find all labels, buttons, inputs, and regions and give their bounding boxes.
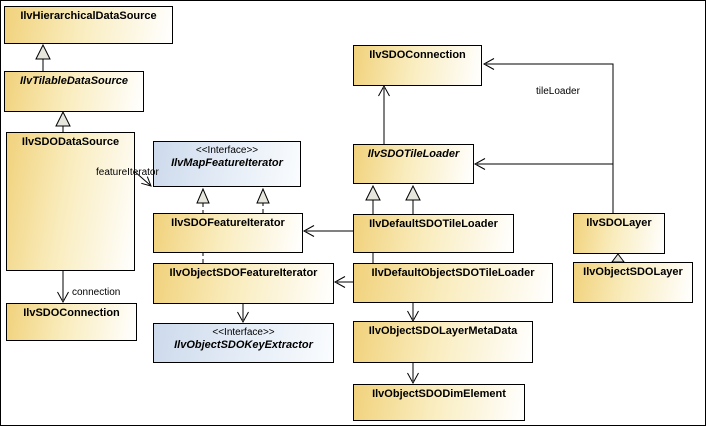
edge-label-featureiterator: featureIterator [96,167,159,178]
class-ilvsdofeatureiterator[interactable]: IlvSDOFeatureIterator [153,213,303,253]
class-name: IlvSDOConnection [369,49,466,61]
class-ilvsdoconnection-top[interactable]: IlvSDOConnection [353,45,482,86]
class-ilvobjectsdofeatureiterator[interactable]: IlvObjectSDOFeatureIterator [153,263,334,304]
class-ilvsdotileloader[interactable]: IlvSDOTileLoader [353,144,474,184]
class-name: IlvSDOLayer [586,217,652,229]
class-name: IlvObjectSDOLayer [583,266,683,278]
class-ilvtilabledatasource[interactable]: IlvTilableDataSource [4,71,144,112]
class-name: IlvObjectSDOLayerMetaData [368,325,518,337]
edge-label-tileloader: tileLoader [536,86,580,97]
edge-generalization-tilable-to-hierarchical [35,43,51,71]
interface-name: IlvObjectSDOKeyExtractor [174,339,313,351]
class-ilvobjectsdodimelement[interactable]: IlvObjectSDODimElement [353,384,525,421]
edge-association-objectsdolayermetadata-to-objectsdodimelement [407,363,419,385]
edge-association-objectsdofeatureiterator-to-objectsdokeyextractor [237,304,249,324]
interface-ilvmapfeatureiterator[interactable]: <<Interface>> IlvMapFeatureIterator [153,141,301,187]
class-name: IlvObjectSDODimElement [372,388,506,400]
edge-association-sdolayer-to-sdotileloader [473,158,613,170]
class-name: IlvHierarchicalDataSource [20,10,157,22]
edge-generalization-defaultsdotileloader-to-sdotileloader [405,184,421,214]
edge-generalization-sdodatasource-to-tilable [55,110,71,132]
interface-ilvobjectsdokeyextractor[interactable]: <<Interface>> IlvObjectSDOKeyExtractor [153,323,334,363]
edge-association-defaultsdotileloader-to-sdofeatureiterator [302,225,353,237]
class-name: IlvSDOFeatureIterator [171,217,285,229]
class-ilvhierarchicaldatasource[interactable]: IlvHierarchicalDataSource [4,6,173,44]
interface-stereotype: <<Interface>> [195,145,259,156]
class-name: IlvSDODataSource [21,136,120,148]
class-ilvobjectsdolayer[interactable]: IlvObjectSDOLayer [573,262,693,303]
class-name: IlvDefaultSDOTileLoader [369,218,498,230]
class-ilvsdoconnection-left[interactable]: IlvSDOConnection [6,303,137,341]
edge-association-sdotileloader-to-sdoconnection [378,84,390,144]
class-name: IlvDefaultObjectSDOTileLoader [371,267,535,279]
class-name: IlvObjectSDOFeatureIterator [169,267,318,279]
class-ilvobjectsdolayermetadata[interactable]: IlvObjectSDOLayerMetaData [353,321,533,363]
class-name: IlvSDOTileLoader [367,148,460,160]
edge-label-connection: connection [72,287,121,298]
class-name: IlvTilableDataSource [19,75,128,87]
class-ilvsdodatasource[interactable]: IlvSDODataSource [6,132,135,271]
edge-association-sdolayer-to-sdoconnection [482,58,614,213]
interface-stereotype: <<Interface>> [212,327,275,338]
edge-association-sdodatasource-connection [57,271,69,304]
interface-name: IlvMapFeatureIterator [171,157,283,169]
edge-generalization-objectsdolayer-to-sdolayer [611,253,625,263]
edge-realization-sdofeatureiterator-to-mapfeatureiterator [256,187,270,213]
class-ilvdefaultsdotileloader[interactable]: IlvDefaultSDOTileLoader [353,214,514,253]
edge-association-defaultobjectsdotileloader-to-objectsdolayermetadata [407,303,419,323]
edge-association-defaultobjectsdotileloader-to-objectsdofeatureiterator [333,276,353,288]
class-ilvsdolayer[interactable]: IlvSDOLayer [573,213,665,254]
class-ilvdefaultobjectsdotileloader[interactable]: IlvDefaultObjectSDOTileLoader [353,263,553,303]
class-name: IlvSDOConnection [23,307,120,319]
